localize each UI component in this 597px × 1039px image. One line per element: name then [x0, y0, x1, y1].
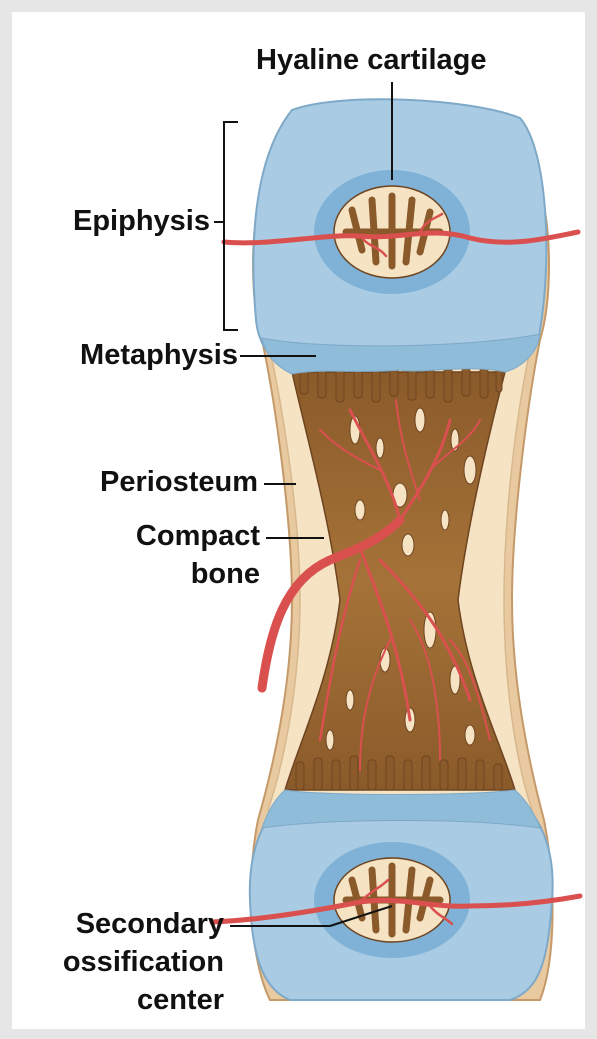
label-periosteum: Periosteum: [52, 466, 258, 499]
label-secondary-line1: Secondary: [20, 908, 224, 941]
label-compact-line1: Compact: [92, 520, 260, 553]
label-epiphysis: Epiphysis: [42, 205, 210, 238]
label-compact-line2: bone: [92, 558, 260, 591]
label-hyaline-cartilage: Hyaline cartilage: [256, 44, 487, 77]
label-secondary-line2: ossification: [20, 946, 224, 979]
label-metaphysis: Metaphysis: [42, 339, 238, 372]
label-secondary-line3: center: [20, 984, 224, 1017]
